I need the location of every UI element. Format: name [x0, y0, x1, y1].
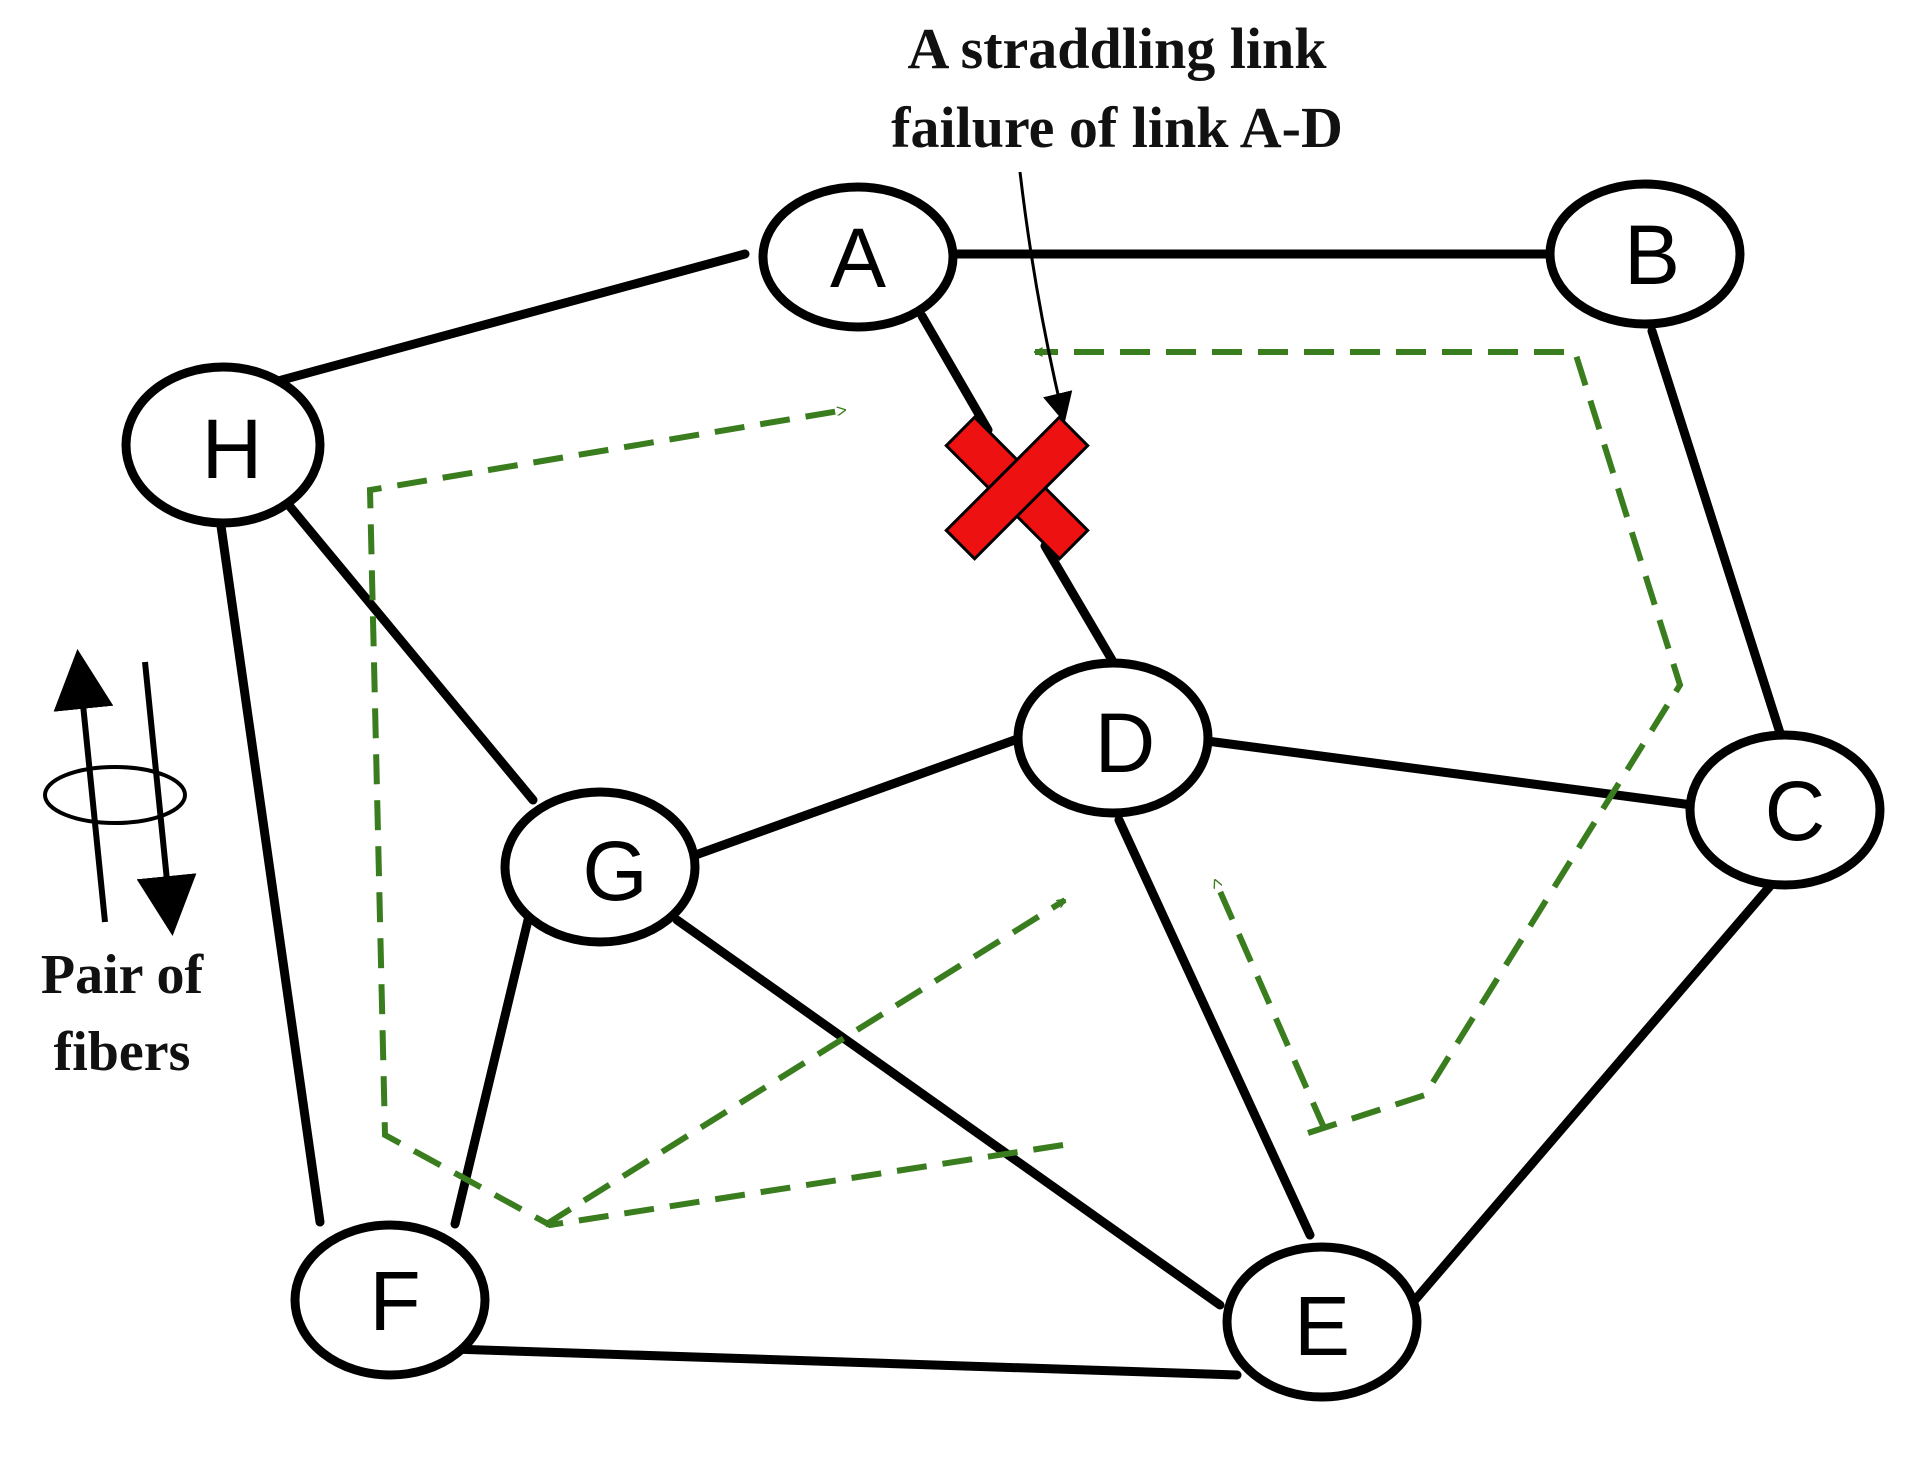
fiber-down-arrow: [136, 661, 197, 936]
link-F-E: [447, 1344, 1242, 1380]
backup-path-g-to-d: [543, 897, 1065, 1228]
link-G-E: [672, 915, 1225, 1310]
fiber-bundle-ring-icon: [43, 765, 187, 825]
link-H-A: [240, 249, 750, 395]
node-A: A: [758, 182, 958, 332]
link-A-D-upper: [917, 311, 993, 435]
annotation-line-2: failure of link A-D: [891, 95, 1343, 160]
legend-line-1: Pair of: [41, 944, 205, 1006]
link-H-F: [216, 521, 325, 1227]
links-layer: [216, 249, 1786, 1380]
node-A-label: A: [830, 211, 886, 305]
backup-path-loop: [1035, 352, 1684, 1136]
node-B-label: B: [1624, 208, 1680, 302]
backup-path-return: [1212, 880, 1328, 1132]
link-C-E: [1410, 880, 1776, 1305]
backup-path-right: [385, 1135, 1062, 1225]
backup-path-left: [366, 410, 1064, 1229]
link-H-G: [282, 498, 538, 805]
node-B: B: [1545, 179, 1745, 329]
fiber-up-arrow: [53, 649, 114, 923]
annotation-pointer-arrow: [1018, 171, 1073, 423]
node-G-label: G: [582, 824, 647, 918]
nodes-layer: A B C D E F G H: [121, 179, 1885, 1402]
backup-paths: [366, 352, 1684, 1229]
node-F: F: [290, 1220, 490, 1380]
node-C-label: C: [1765, 764, 1826, 858]
link-D-C: [1202, 736, 1697, 810]
annotation-line-1: A straddling link: [907, 16, 1327, 81]
node-H: H: [121, 362, 325, 528]
link-D-E: [1114, 815, 1315, 1240]
node-D: D: [1013, 658, 1213, 818]
link-A-D-lower: [1040, 541, 1117, 665]
link-failure-x-icon: [944, 415, 1090, 561]
node-E-label: E: [1294, 1279, 1350, 1373]
node-D-label: D: [1095, 696, 1156, 790]
link-G-F: [450, 915, 533, 1229]
node-H-label: H: [202, 402, 263, 496]
node-E: E: [1222, 1242, 1422, 1402]
link-B-C: [1647, 326, 1786, 741]
legend-line-2: fibers: [54, 1021, 191, 1083]
node-G: G: [500, 787, 700, 947]
fiber-pair-legend: Pair of fibers: [41, 649, 205, 1083]
link-G-D: [685, 732, 1028, 862]
node-C: C: [1685, 730, 1885, 890]
node-F-label: F: [369, 1254, 420, 1348]
